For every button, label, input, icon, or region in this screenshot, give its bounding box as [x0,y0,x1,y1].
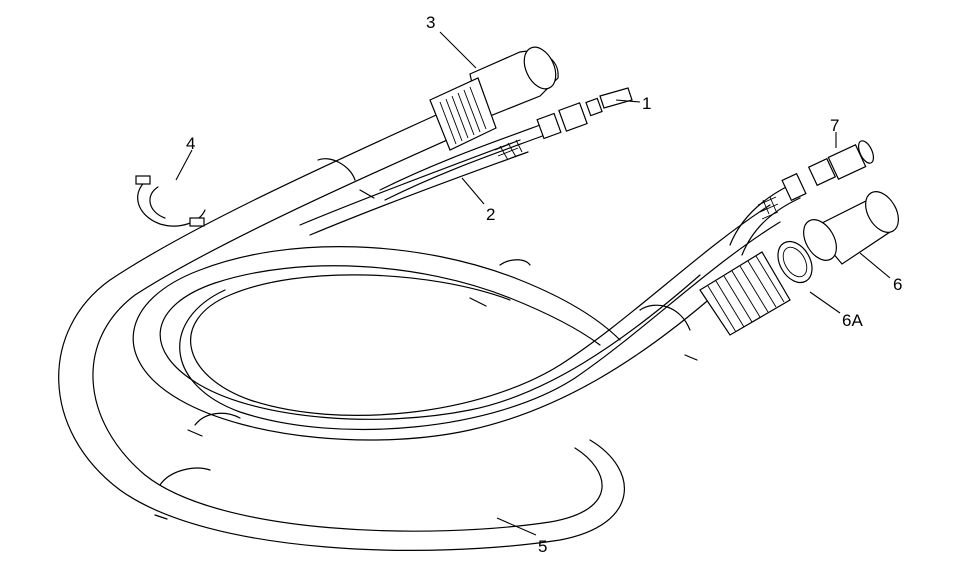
callout-5: 5 [538,537,547,556]
gas-hose-2 [379,124,546,201]
callout-7: 7 [830,116,839,135]
callout-labels: 1 2 3 4 5 6 6A 7 [186,13,902,556]
large-hose-loop [58,95,721,551]
callout-4: 4 [186,134,195,153]
callout-2: 2 [486,205,495,224]
leader-6 [859,252,891,279]
leader-lines [175,31,891,536]
clips-on-hose [154,158,698,520]
hose-end-spiral [699,251,791,336]
callout-6: 6 [893,275,902,294]
cuff-3 [429,46,559,151]
fitting-7 [781,140,875,202]
callout-6a: 6A [842,311,863,330]
leader-5 [496,517,537,536]
gas-hose-right [729,184,801,256]
leader-1 [615,99,641,103]
callout-1: 1 [642,94,651,113]
callout-3: 3 [426,13,435,32]
hose-clip-4 [135,175,206,227]
leader-4 [175,149,193,181]
leader-6a [809,291,841,314]
leader-2 [461,177,485,205]
small-hose-loop [179,139,781,431]
ring-6a [777,240,813,284]
leader-3 [439,31,477,69]
fitting-1 [536,87,633,140]
cuff-6 [803,191,899,265]
